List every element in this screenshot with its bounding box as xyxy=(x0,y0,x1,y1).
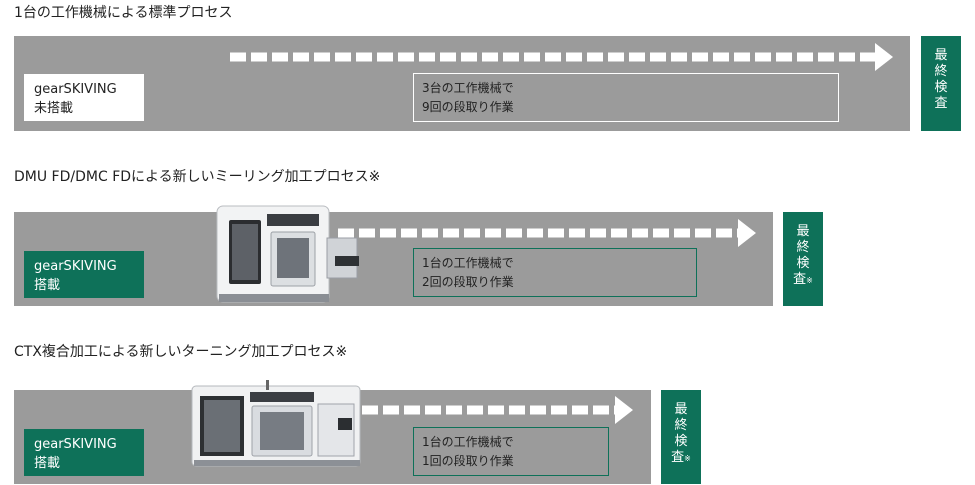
row2-final-char4: 査 xyxy=(793,272,807,287)
row1-final-char4: 査 xyxy=(934,96,948,111)
row1-gear-line2: 未搭載 xyxy=(34,101,74,116)
row1-process-bar xyxy=(14,36,910,131)
row2-arrow-track xyxy=(338,227,738,239)
row2-dashed-line xyxy=(338,228,738,238)
row3-final-inspection: 最 終 検 査※ xyxy=(661,390,701,484)
row3-gearskiving-label: gearSKIVING 搭載 xyxy=(24,429,144,476)
row3-gear-line2: 搭載 xyxy=(34,456,61,471)
row3-final-char3: 検 xyxy=(674,434,688,449)
row1-final-char3: 検 xyxy=(934,80,948,95)
row1-arrow-head xyxy=(875,43,893,71)
row2-final-char1: 最 xyxy=(796,224,810,239)
row1-gearskiving-label: gearSKIVING 未搭載 xyxy=(24,74,144,121)
row3-final-char2: 終 xyxy=(674,418,688,433)
row1-dashed-line xyxy=(230,52,875,62)
row2-final-inspection: 最 終 検 査※ xyxy=(783,212,823,306)
row2-gearskiving-label: gearSKIVING 搭載 xyxy=(24,251,144,298)
row1-final-char1: 最 xyxy=(934,48,948,63)
dmu-milling-machine-image xyxy=(215,198,365,306)
row2-info-line2: 2回の段取り作業 xyxy=(422,275,514,289)
row3-info-line1: 1台の工作機械で xyxy=(422,435,514,449)
row2-gear-line2: 搭載 xyxy=(34,278,61,293)
row3-arrow-head xyxy=(615,396,633,424)
row1-info-line1: 3台の工作機械で xyxy=(422,81,514,95)
row1-info-line2: 9回の段取り作業 xyxy=(422,100,514,114)
row2-gear-line1: gearSKIVING xyxy=(34,259,117,274)
row2-title: DMU FD/DMC FDによる新しいミーリング加工プロセス※ xyxy=(14,169,381,185)
row2-info-line1: 1台の工作機械で xyxy=(422,256,514,270)
ctx-turning-machine-image xyxy=(190,378,368,470)
row2-final-note: ※ xyxy=(806,276,813,285)
row3-setup-info: 1台の工作機械で 1回の段取り作業 xyxy=(413,427,609,476)
row3-dashed-line xyxy=(362,405,615,415)
row3-final-char4: 査 xyxy=(671,450,685,465)
row2-arrow-head xyxy=(738,219,756,247)
row3-title: CTX複合加工による新しいターニング加工プロセス※ xyxy=(14,344,348,360)
row3-arrow-track xyxy=(362,404,615,416)
row2-final-char2: 終 xyxy=(796,240,810,255)
row3-final-char1: 最 xyxy=(674,402,688,417)
row1-final-inspection: 最 終 検 査 xyxy=(921,36,961,131)
row3-gear-line1: gearSKIVING xyxy=(34,437,117,452)
row3-final-note: ※ xyxy=(684,454,691,463)
row1-gear-line1: gearSKIVING xyxy=(34,82,117,97)
row1-setup-info: 3台の工作機械で 9回の段取り作業 xyxy=(413,73,839,122)
row2-setup-info: 1台の工作機械で 2回の段取り作業 xyxy=(413,248,697,297)
row3-info-line2: 1回の段取り作業 xyxy=(422,454,514,468)
row2-final-char3: 検 xyxy=(796,256,810,271)
row1-title: 1台の工作機械による標準プロセス xyxy=(14,5,233,21)
row1-final-char2: 終 xyxy=(934,64,948,79)
row1-arrow-track xyxy=(230,51,875,63)
